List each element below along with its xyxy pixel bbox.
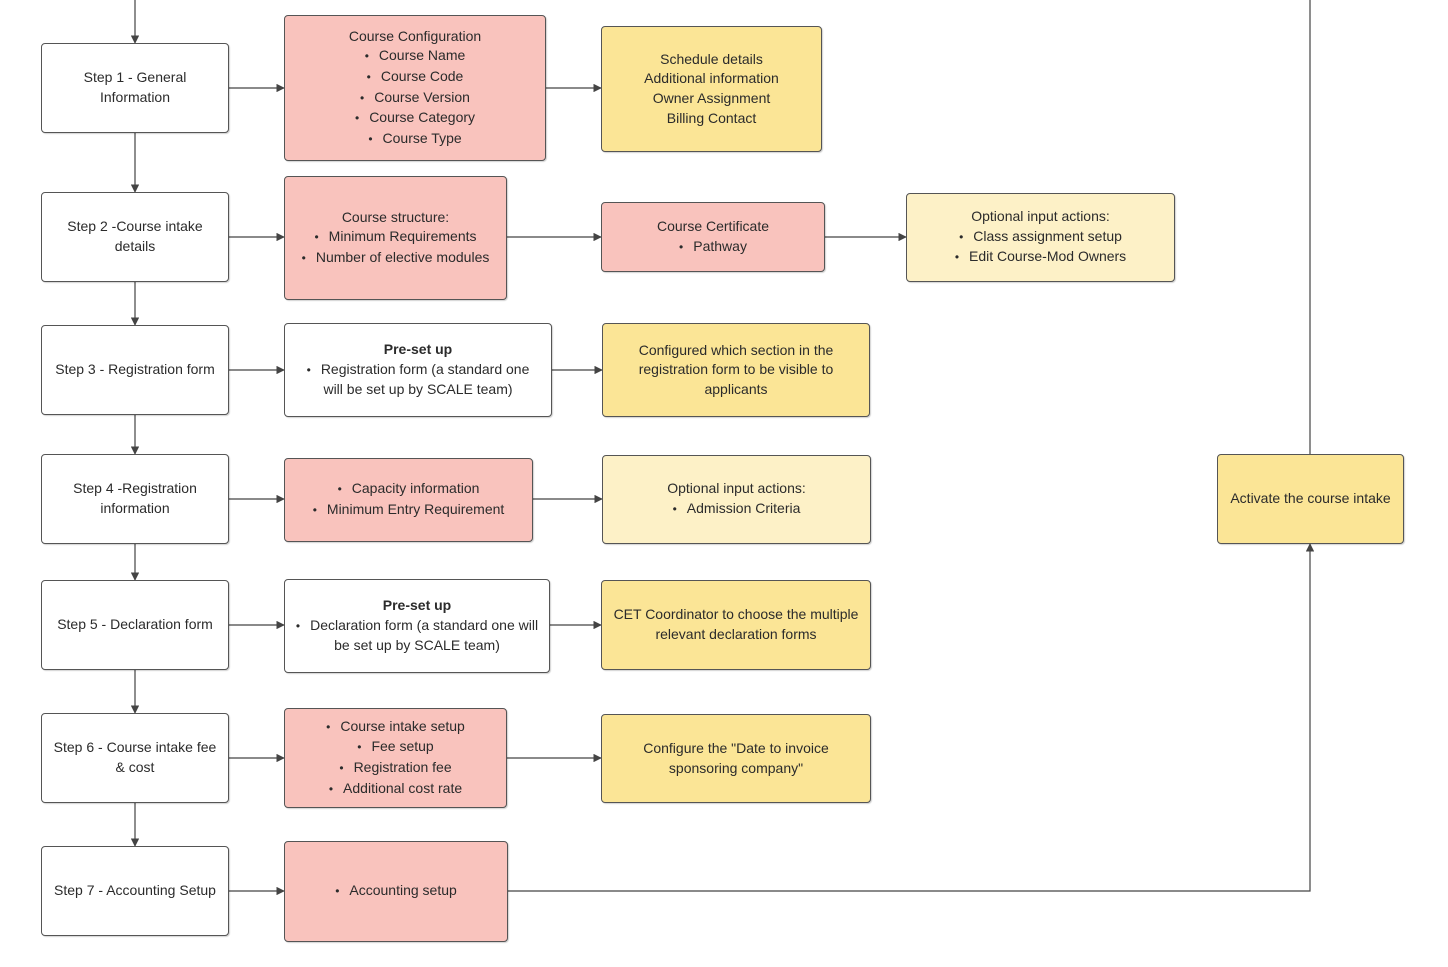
course-configuration-title: Course Configuration <box>348 27 482 44</box>
list-item: Capacity information <box>313 479 505 500</box>
list-item: Course intake setup <box>326 717 465 738</box>
list-item: Course Code <box>355 67 475 88</box>
step-2-box: Step 2 -Course intake details <box>41 192 229 282</box>
accounting-setup-box: Accounting setup <box>284 841 508 942</box>
step-5-label: Step 5 - Declaration form <box>57 616 213 633</box>
configured-section-box: Configured which section in the registra… <box>602 323 870 417</box>
optional-actions-step4-box: Optional input actions: Admission Criter… <box>602 455 871 544</box>
step-3-label: Step 3 - Registration form <box>55 361 215 378</box>
course-structure-box: Course structure: Minimum Requirements N… <box>284 176 507 300</box>
schedule-details-box: Schedule details Additional information … <box>601 26 822 152</box>
activate-course-intake-text: Activate the course intake <box>1230 490 1391 507</box>
list-item: Edit Course-Mod Owners <box>955 247 1126 268</box>
optional-actions-title: Optional input actions: <box>667 480 806 497</box>
list-item: Course Category <box>355 108 475 129</box>
accounting-setup-list: Accounting setup <box>335 881 456 902</box>
configured-section-text: Configured which section in the registra… <box>638 341 834 397</box>
preset-registration-title: Pre-set up <box>383 341 453 358</box>
optional-actions-title: Optional input actions: <box>971 208 1110 225</box>
fee-setup-box: Course intake setup Fee setup Registrati… <box>284 708 507 808</box>
course-structure-list: Minimum Requirements Number of elective … <box>302 227 490 268</box>
preset-declaration-title: Pre-set up <box>382 597 452 614</box>
preset-registration-list: Registration form (a standard one will b… <box>295 360 541 400</box>
list-item: Minimum Entry Requirement <box>313 500 504 521</box>
step-6-box: Step 6 - Course intake fee & cost <box>41 713 229 803</box>
list-item: Minimum Requirements <box>302 227 490 248</box>
step-4-box: Step 4 -Registration information <box>41 454 229 544</box>
list-item: Course Version <box>355 88 475 109</box>
schedule-line: Billing Contact <box>666 109 757 126</box>
cet-coordinator-box: CET Coordinator to choose the multiple r… <box>601 580 871 670</box>
list-item: Fee setup <box>326 737 465 758</box>
optional-actions-step2-box: Optional input actions: Class assignment… <box>906 193 1175 282</box>
course-configuration-list: Course Name Course Code Course Version C… <box>355 46 475 149</box>
list-item: Course Name <box>355 46 475 67</box>
date-to-invoice-text: Configure the "Date to invoice sponsorin… <box>643 739 829 776</box>
list-item: Accounting setup <box>335 881 456 902</box>
cet-coordinator-text: CET Coordinator to choose the multiple r… <box>613 606 859 642</box>
course-certificate-list: Pathway <box>679 237 747 258</box>
schedule-line: Additional information <box>644 70 779 87</box>
schedule-line: Schedule details <box>660 50 763 67</box>
capacity-info-list: Capacity information Minimum Entry Requi… <box>313 479 505 521</box>
schedule-line: Owner Assignment <box>652 90 771 106</box>
step-1-box: Step 1 - General Information <box>41 43 229 133</box>
capacity-info-box: Capacity information Minimum Entry Requi… <box>284 458 533 542</box>
preset-declaration-box: Pre-set up Declaration form (a standard … <box>284 579 550 673</box>
preset-declaration-list: Declaration form (a standard one will be… <box>295 616 539 656</box>
step-3-box: Step 3 - Registration form <box>41 325 229 415</box>
optional-actions-list: Class assignment setup Edit Course-Mod O… <box>955 227 1126 268</box>
step-6-label: Step 6 - Course intake fee & cost <box>53 739 217 775</box>
course-certificate-box: Course Certificate Pathway <box>601 202 825 272</box>
activate-course-intake-box: Activate the course intake <box>1217 454 1404 544</box>
step-5-box: Step 5 - Declaration form <box>41 580 229 670</box>
step-2-label: Step 2 -Course intake details <box>67 218 203 254</box>
step-4-label: Step 4 -Registration information <box>73 480 197 516</box>
step-7-label: Step 7 - Accounting Setup <box>54 882 216 899</box>
course-certificate-title: Course Certificate <box>656 217 770 234</box>
preset-registration-box: Pre-set up Registration form (a standard… <box>284 323 552 417</box>
list-item: Admission Criteria <box>673 499 801 520</box>
optional-actions-list: Admission Criteria <box>673 499 801 520</box>
list-item: Registration form (a standard one will b… <box>295 360 541 400</box>
course-configuration-box: Course Configuration Course Name Course … <box>284 15 546 161</box>
step-7-box: Step 7 - Accounting Setup <box>41 846 229 936</box>
list-item: Pathway <box>679 237 747 258</box>
list-item: Number of elective modules <box>302 248 490 269</box>
list-item: Registration fee <box>326 758 465 779</box>
date-to-invoice-box: Configure the "Date to invoice sponsorin… <box>601 714 871 803</box>
step-1-label: Step 1 - General Information <box>83 69 187 105</box>
list-item: Declaration form (a standard one will be… <box>295 616 539 656</box>
list-item: Additional cost rate <box>326 779 465 800</box>
list-item: Course Type <box>355 129 475 150</box>
fee-setup-list: Course intake setup Fee setup Registrati… <box>326 717 465 799</box>
list-item: Class assignment setup <box>955 227 1126 248</box>
course-structure-title: Course structure: <box>341 208 450 225</box>
